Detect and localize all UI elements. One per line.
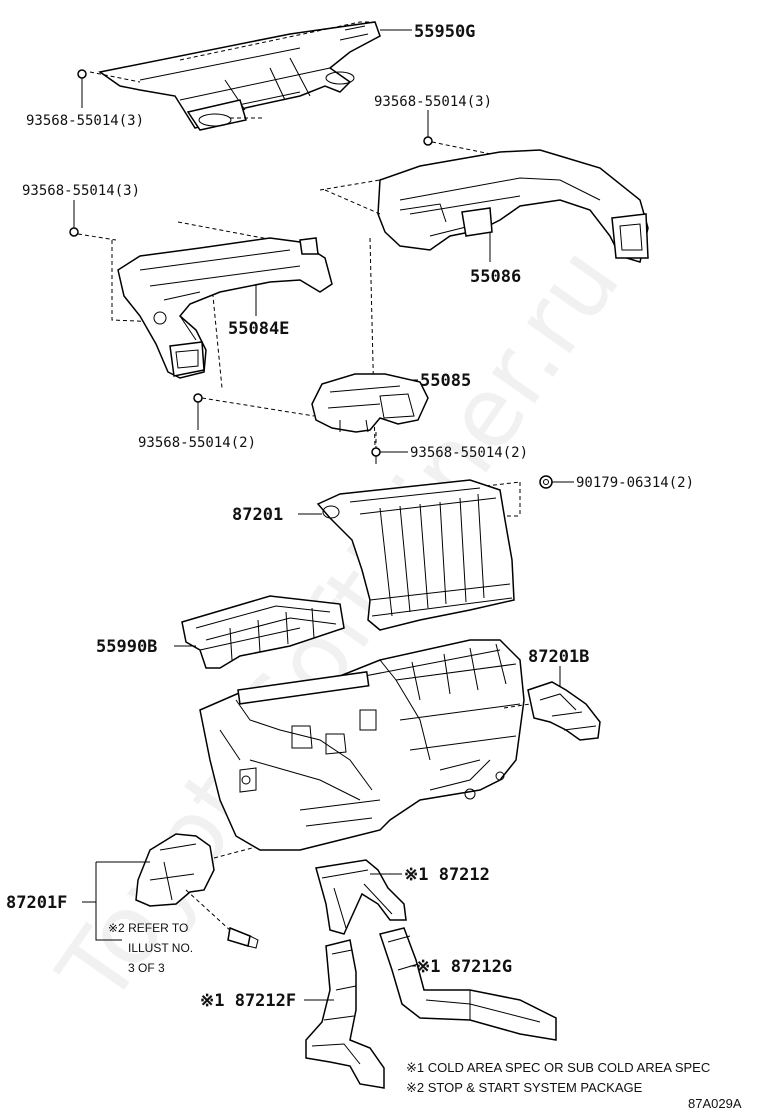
screw-icon bbox=[77, 69, 87, 108]
screw-icon bbox=[371, 447, 381, 464]
part-87201f-drawing bbox=[135, 833, 215, 907]
label-55084e: 55084E bbox=[228, 319, 289, 339]
screw-icon bbox=[193, 393, 203, 430]
label-55990b: 55990B bbox=[96, 637, 157, 657]
ref-note-line1: ※2 REFER TO bbox=[108, 921, 188, 935]
label-87212f: ※1 87212F bbox=[200, 991, 296, 1011]
part-87212f-drawing bbox=[305, 939, 385, 1089]
part-87212-drawing bbox=[315, 859, 407, 935]
label-55085: 55085 bbox=[420, 371, 471, 391]
footnote-1: ※1 COLD AREA SPEC OR SUB COLD AREA SPEC bbox=[406, 1060, 710, 1075]
label-screw-55085-bottom: 93568-55014(2) bbox=[410, 445, 528, 461]
part-55950g-drawing bbox=[98, 21, 381, 131]
part-55086-drawing bbox=[377, 149, 649, 263]
footnote-2: ※2 STOP & START SYSTEM PACKAGE bbox=[406, 1080, 643, 1095]
label-screw-top-right: 93568-55014(3) bbox=[374, 94, 492, 110]
label-screw-top-left: 93568-55014(3) bbox=[26, 113, 144, 129]
switch-icon bbox=[227, 926, 259, 949]
part-87201-drawing bbox=[316, 479, 515, 631]
part-55990b-drawing bbox=[181, 595, 345, 669]
screw-icon bbox=[69, 227, 79, 237]
ref-note-line3: 3 OF 3 bbox=[128, 961, 165, 975]
part-55084e-drawing bbox=[117, 237, 333, 379]
label-87212: ※1 87212 bbox=[404, 865, 490, 885]
clip-icon bbox=[539, 475, 553, 489]
label-clip-right: 90179-06314(2) bbox=[576, 475, 694, 491]
label-87201f: 87201F bbox=[6, 893, 67, 913]
label-55950g: 55950G bbox=[414, 22, 475, 42]
heater-unit-drawing bbox=[199, 639, 525, 851]
part-87201b-drawing bbox=[527, 681, 601, 741]
illustration-id: 87A029A bbox=[688, 1096, 742, 1111]
label-87201: 87201 bbox=[232, 505, 283, 525]
label-screw-55085-left: 93568-55014(2) bbox=[138, 435, 256, 451]
label-87201b: 87201B bbox=[528, 647, 589, 667]
part-87212g-drawing bbox=[379, 927, 557, 1041]
label-screw-mid-left: 93568-55014(3) bbox=[22, 183, 140, 199]
label-87212g: ※1 87212G bbox=[416, 957, 512, 977]
screw-icon bbox=[423, 136, 433, 146]
ref-note-line2: ILLUST NO. bbox=[128, 941, 193, 955]
part-55085-drawing bbox=[311, 373, 429, 433]
label-55086: 55086 bbox=[470, 267, 521, 287]
